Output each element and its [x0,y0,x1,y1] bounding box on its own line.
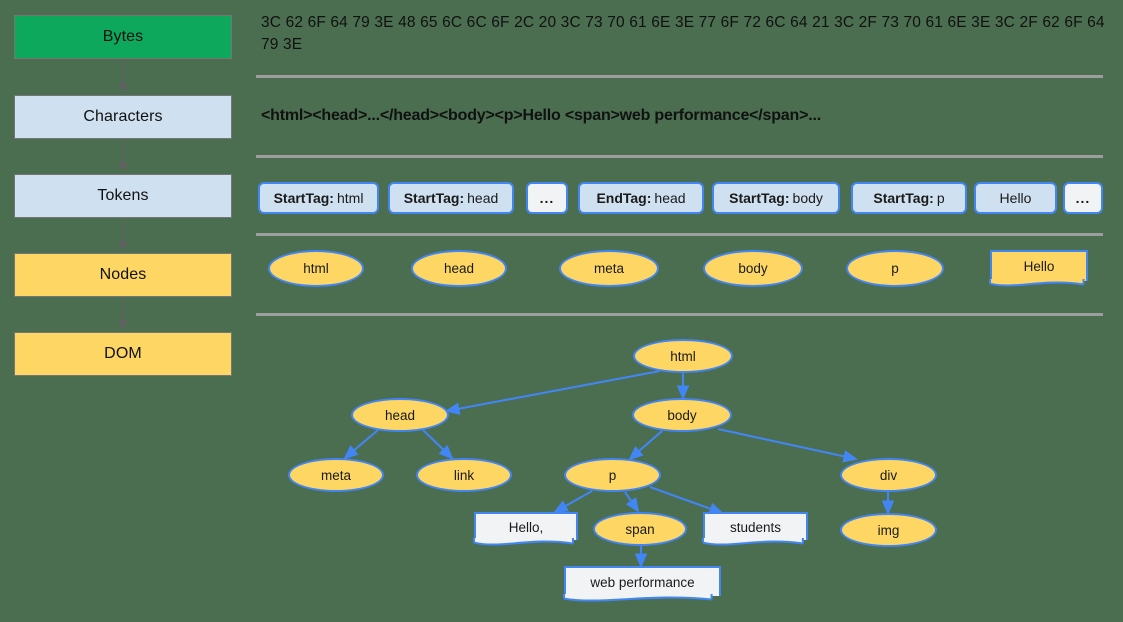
token-value: Hello [999,190,1032,206]
token-value: p [936,190,945,206]
tree-node-label: img [877,522,900,538]
tree-node-div[interactable]: div [840,458,937,492]
token-kind: EndTag: [596,190,652,206]
edge-html-head [444,369,661,415]
edge-body-div [717,427,859,463]
edge-p-span [624,491,640,513]
tree-node-meta[interactable]: meta [288,458,384,492]
token-chip[interactable]: StartTag:head [388,182,514,214]
node-ellipse[interactable]: body [703,250,803,287]
token-value: body [792,190,823,206]
tree-node-label: meta [320,467,351,483]
node-label: p [891,261,899,276]
divider-tokens [256,233,1103,236]
stage-label: Nodes [99,266,147,283]
token-kind: StartTag: [273,190,334,206]
stage-dom: DOM [14,332,232,376]
edge-head-link [422,429,454,460]
characters-markup-text: <html><head>...</head><body><p>Hello <sp… [261,107,821,124]
edge-body-p [628,430,663,461]
tree-node-body[interactable]: body [632,398,732,432]
node-label: html [303,261,329,276]
node-text-hello[interactable]: Hello [988,250,1088,287]
edge-p-students [649,486,724,515]
token-kind: StartTag: [403,190,465,206]
tree-node-label: students [729,519,782,535]
token-chip[interactable]: StartTag:html [258,182,379,214]
token-chip-ellipsis[interactable]: ... [526,182,568,214]
token-chip[interactable]: EndTag:head [578,182,704,214]
divider-nodes [256,313,1103,316]
token-value: html [336,190,364,206]
stage-label: Characters [83,108,163,125]
tree-node-label: head [384,407,416,423]
token-value: ... [1075,190,1091,206]
token-kind: StartTag: [729,190,790,206]
stage-nodes: Nodes [14,253,232,297]
tree-node-link[interactable]: link [416,458,512,492]
document-wave [701,538,804,546]
divider-bytes [256,75,1103,78]
tree-node-head[interactable]: head [351,398,449,432]
node-ellipse[interactable]: html [268,250,364,287]
tree-node-text-students[interactable]: students [701,512,808,546]
stage-label: DOM [104,345,142,362]
tree-node-text-hello[interactable]: Hello, [472,512,578,546]
tree-node-label: span [625,521,655,537]
stage-bytes: Bytes [14,15,232,59]
node-label: meta [593,261,624,276]
divider-characters [256,155,1103,158]
tree-node-label: web performance [590,574,695,590]
tree-node-label: div [879,467,898,483]
token-kind: StartTag: [873,190,934,206]
token-value: ... [539,190,555,206]
edge-p-hello [553,490,593,514]
token-chip[interactable]: StartTag:p [851,182,967,214]
tree-node-p[interactable]: p [564,458,661,492]
tree-node-label: link [453,467,475,483]
tree-node-label: body [667,407,697,423]
document-wave [988,279,1085,287]
document-wave [472,538,575,546]
bytes-hex-text: 3C 62 6F 64 79 3E 48 65 6C 6C 6F 2C 20 3… [261,14,1105,54]
token-chip[interactable]: StartTag:body [712,182,840,214]
node-label: body [738,261,768,276]
node-label: Hello [1023,259,1055,274]
node-ellipse[interactable]: meta [559,250,659,287]
node-ellipse[interactable]: p [846,250,944,287]
tree-node-label: html [670,348,696,364]
edge-head-meta [343,429,379,460]
tree-node-img[interactable]: img [840,513,937,547]
tree-node-html[interactable]: html [633,339,733,373]
document-wave [562,594,713,602]
token-value: head [467,190,499,206]
tree-node-label: p [608,467,617,483]
stage-label: Bytes [102,28,144,45]
node-label: head [443,261,475,276]
token-value: head [654,190,686,206]
tree-node-span[interactable]: span [593,512,687,546]
stage-characters: Characters [14,95,232,139]
token-chip[interactable]: Hello [974,182,1057,214]
stage-label: Tokens [97,187,149,204]
tree-node-label: Hello, [508,519,544,535]
tree-node-text-webperformance[interactable]: web performance [562,566,721,602]
node-ellipse[interactable]: head [411,250,507,287]
stage-tokens: Tokens [14,174,232,218]
token-chip-ellipsis[interactable]: ... [1063,182,1103,214]
